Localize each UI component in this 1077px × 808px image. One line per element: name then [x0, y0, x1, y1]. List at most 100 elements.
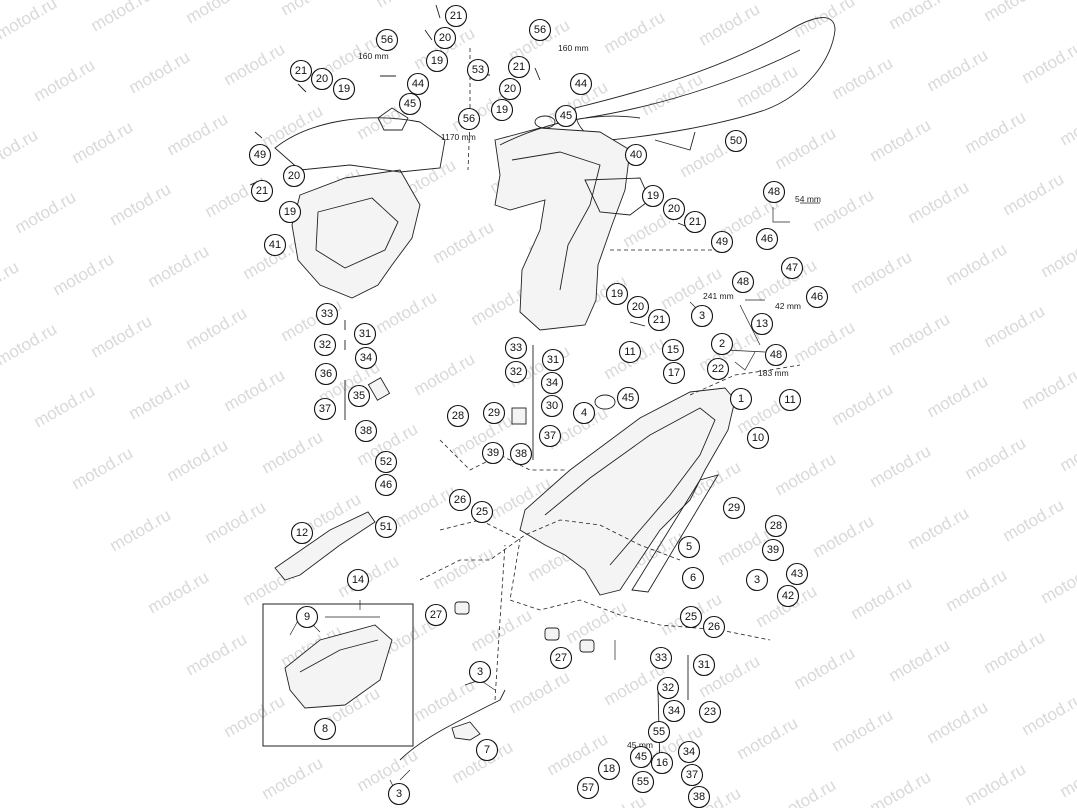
watermark-text: motod.ru: [981, 627, 1049, 677]
watermark-text: motod.ru: [658, 263, 726, 313]
svg-text:40: 40: [630, 149, 642, 161]
svg-text:42: 42: [782, 590, 794, 602]
callout-44: 44: [569, 72, 593, 96]
svg-text:29: 29: [488, 407, 500, 419]
callout-12: 12: [290, 521, 314, 545]
callout-39: 39: [761, 538, 785, 562]
dimension-241mm: 241 mm: [703, 291, 734, 301]
watermark-text: motod.ru: [791, 0, 859, 41]
callout-21: 21: [507, 55, 531, 79]
watermark-text: motod.ru: [1057, 99, 1077, 149]
svg-text:39: 39: [487, 447, 499, 459]
callout-16: 16: [650, 751, 674, 775]
watermark-text: motod.ru: [1000, 495, 1068, 545]
linkage-arm: [274, 511, 376, 581]
svg-text:21: 21: [653, 314, 665, 326]
bushing-27-left: [454, 601, 470, 615]
callout-55: 55: [647, 720, 671, 744]
svg-text:31: 31: [698, 659, 710, 671]
svg-text:20: 20: [316, 73, 328, 85]
callout-48: 48: [762, 180, 786, 204]
svg-text:46: 46: [380, 479, 392, 491]
watermark-text: motod.ru: [0, 125, 41, 175]
svg-text:33: 33: [655, 652, 667, 664]
watermark-text: motod.ru: [430, 217, 498, 267]
left-shroud: [291, 169, 421, 299]
callout-55: 55: [631, 770, 655, 794]
svg-text:31: 31: [359, 328, 371, 340]
callout-33: 33: [504, 336, 528, 360]
svg-text:44: 44: [412, 78, 424, 90]
svg-text:3: 3: [699, 310, 705, 322]
callout-45: 45: [616, 386, 640, 410]
svg-text:37: 37: [686, 769, 698, 781]
watermark-text: motod.ru: [0, 257, 22, 307]
watermark-text: motod.ru: [563, 597, 631, 647]
svg-text:20: 20: [439, 32, 451, 44]
dimension-54mm: 54 mm: [795, 194, 821, 204]
seat-inner-line: [584, 49, 801, 119]
watermark-text: motod.ru: [126, 373, 194, 423]
callout-33: 33: [649, 646, 673, 670]
svg-text:5: 5: [686, 541, 692, 553]
dimension-labels: 160 mm 160 mm 1170 mm 54 mm 241 mm 42 mm…: [358, 43, 821, 750]
watermark-text: motod.ru: [696, 0, 764, 49]
dimension-45mm: 45 mm: [627, 740, 653, 750]
bushing-27-center: [544, 627, 560, 641]
watermark-text: motod.ru: [886, 309, 954, 359]
watermark-text: motod.ru: [981, 301, 1049, 351]
watermark-text: motod.ru: [221, 39, 289, 89]
callout-21: 21: [250, 179, 274, 203]
watermark-text: motod.ru: [373, 0, 441, 11]
svg-text:20: 20: [504, 83, 516, 95]
watermark-text: motod.ru: [1019, 37, 1077, 87]
watermark-text: motod.ru: [145, 567, 213, 617]
svg-text:20: 20: [288, 170, 300, 182]
svg-text:34: 34: [546, 377, 558, 389]
chain-slider-bracket: [451, 721, 481, 741]
callout-21: 21: [683, 210, 707, 234]
svg-text:26: 26: [454, 494, 466, 506]
callout-35: 35: [347, 384, 371, 408]
svg-text:17: 17: [668, 367, 680, 379]
watermark-text: motod.ru: [164, 109, 232, 159]
callout-39: 39: [481, 441, 505, 465]
callout-15: 15: [661, 338, 685, 362]
watermark-text: motod.ru: [1057, 425, 1077, 475]
svg-text:22: 22: [712, 363, 724, 375]
callout-19: 19: [425, 49, 449, 73]
watermark-text: motod.ru: [639, 69, 707, 119]
watermark-text: motod.ru: [886, 0, 954, 33]
watermark-text: motod.ru: [31, 55, 99, 105]
watermark-text: motod.ru: [221, 365, 289, 415]
callout-1: 1: [729, 387, 753, 411]
callout-56: 56: [457, 107, 481, 131]
svg-text:29: 29: [728, 502, 740, 514]
callout-30: 30: [540, 394, 564, 418]
callout-38: 38: [687, 785, 711, 808]
watermark-text: motod.ru: [373, 287, 441, 337]
callout-32: 32: [656, 676, 680, 700]
callout-36: 36: [314, 362, 338, 386]
watermark-text: motod.ru: [772, 123, 840, 173]
svg-text:11: 11: [784, 394, 795, 406]
callout-13: 13: [750, 312, 774, 336]
callout-41: 41: [263, 233, 287, 257]
assembly-line-pivot: [419, 519, 681, 581]
swingarm: [519, 387, 736, 596]
seal-ring-4: [594, 394, 616, 410]
watermark-text: motod.ru: [943, 239, 1011, 289]
callout-21: 21: [444, 4, 468, 28]
callout-3: 3: [690, 304, 714, 328]
svg-text:34: 34: [683, 746, 695, 758]
svg-text:38: 38: [360, 425, 372, 437]
svg-text:37: 37: [319, 403, 331, 415]
dimension-160mm-left: 160 mm: [358, 51, 389, 61]
assembly-line-frame: [439, 439, 565, 471]
svg-text:8: 8: [322, 723, 328, 735]
svg-text:56: 56: [463, 113, 475, 125]
watermark-text: motod.ru: [829, 379, 897, 429]
svg-text:48: 48: [737, 276, 749, 288]
